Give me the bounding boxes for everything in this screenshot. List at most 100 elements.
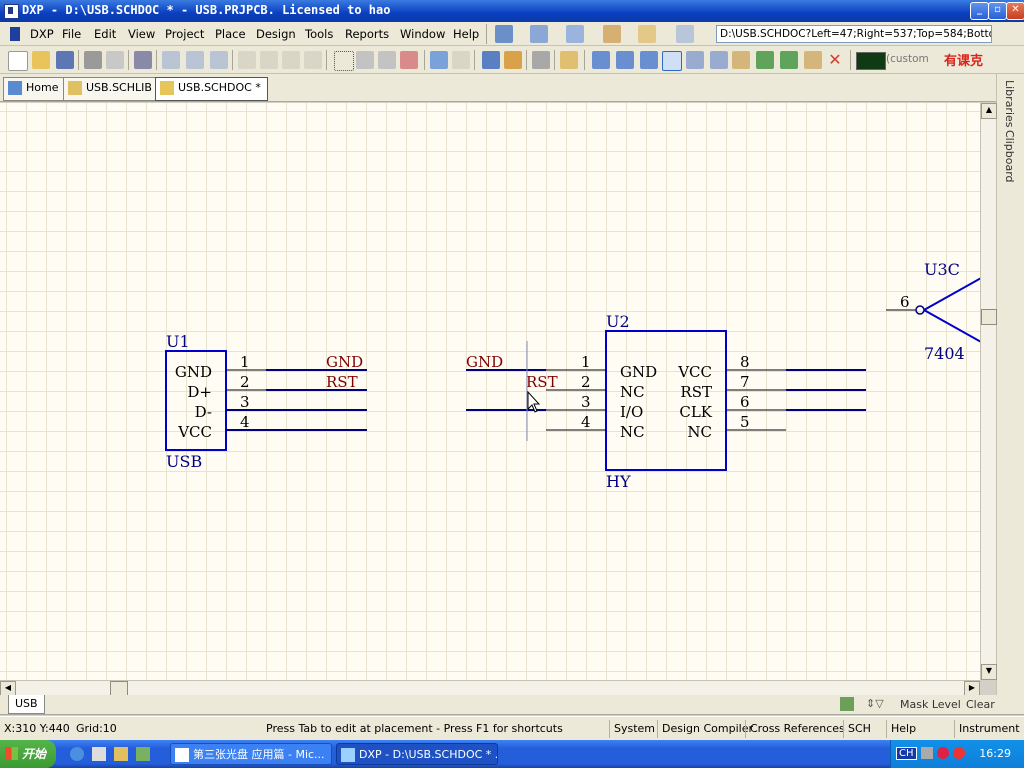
zoom-area-icon[interactable]	[186, 51, 204, 69]
print-preview-icon[interactable]	[106, 51, 124, 69]
clear-button[interactable]: Clear	[966, 698, 995, 711]
select-area-icon[interactable]	[334, 51, 354, 71]
new-icon[interactable]	[8, 51, 28, 71]
save-icon[interactable]	[56, 51, 74, 69]
menu-window[interactable]: Window	[400, 27, 446, 41]
cross-references-button[interactable]: Cross References	[745, 720, 849, 738]
menu-view[interactable]: View	[128, 27, 156, 41]
tab-home[interactable]: Home	[3, 77, 66, 101]
scroll-right-icon[interactable]: ▶	[964, 681, 980, 696]
menu-file[interactable]: File	[62, 27, 82, 41]
open-icon[interactable]	[32, 51, 50, 69]
net-label-gnd-2[interactable]: GND	[466, 353, 503, 371]
ime-indicator[interactable]: CH	[896, 747, 917, 760]
schematic-canvas[interactable]: U1 USB GND D+ D- VCC 1 2 3 4 GND RST U2 …	[0, 103, 980, 680]
place-port-icon[interactable]	[804, 51, 822, 69]
clipboard-panel-tab[interactable]: Clipboard	[1003, 130, 1016, 183]
grid-tool-icon[interactable]	[676, 25, 694, 43]
mask-filter-icon[interactable]	[840, 697, 854, 711]
tab-usb-schlib[interactable]: USB.SCHLIB	[63, 77, 159, 101]
document-path-box[interactable]: D:\USB.SCHDOC?Left=47;Right=537;Top=584;…	[716, 25, 992, 43]
instrument-racks-button[interactable]: Instrument Racks	[954, 720, 1024, 738]
zoom-fit-icon[interactable]	[162, 51, 180, 69]
menu-tools[interactable]: Tools	[305, 27, 334, 41]
place-bus-entry-icon[interactable]	[640, 51, 658, 69]
task-word-document[interactable]: 第三张光盘 应用篇 - Mic...	[170, 743, 332, 765]
place-part-icon[interactable]	[732, 51, 750, 69]
menu-edit[interactable]: Edit	[94, 27, 117, 41]
horizontal-scrollbar[interactable]: ◀ ▶	[0, 680, 980, 696]
scroll-down-icon[interactable]: ▼	[981, 664, 997, 680]
rubber-stamp-icon[interactable]	[304, 51, 322, 69]
u1-body[interactable]	[165, 350, 227, 451]
start-button[interactable]: 开始	[0, 740, 56, 768]
libraries-panel-tab[interactable]: Libraries	[1003, 80, 1016, 128]
close-button[interactable]: ✕	[1006, 2, 1024, 20]
move-icon[interactable]	[356, 51, 374, 69]
part-tool-icon[interactable]	[603, 25, 621, 43]
explorer-icon[interactable]	[92, 747, 106, 761]
task-dxp[interactable]: DXP - D:\USB.SCHDOC * ...	[336, 743, 498, 765]
sch-panel-button[interactable]: SCH	[843, 720, 875, 738]
place-bus-icon[interactable]	[616, 51, 634, 69]
cut-icon[interactable]	[238, 51, 256, 69]
deselect-icon[interactable]	[400, 51, 418, 69]
hierarchy-icon[interactable]	[482, 51, 500, 69]
tray-icon-1[interactable]	[921, 747, 933, 759]
minimize-button[interactable]: _	[970, 2, 989, 20]
dxp-app-icon[interactable]	[4, 4, 19, 19]
net-label-rst-2[interactable]: RST	[526, 373, 558, 391]
funnel-icon[interactable]: ⇕▽	[866, 697, 884, 710]
ie-icon[interactable]	[70, 747, 84, 761]
color-combo[interactable]: (custom	[886, 53, 929, 65]
color-swatch[interactable]	[856, 52, 886, 70]
vertical-scrollbar[interactable]: ▲ ▼	[980, 103, 997, 680]
media-icon[interactable]	[136, 747, 150, 761]
u2-body[interactable]	[605, 330, 727, 471]
scroll-left-icon[interactable]: ◀	[0, 681, 16, 696]
layers-icon[interactable]	[134, 51, 152, 69]
menu-dxp[interactable]: DXP	[30, 27, 54, 41]
horizontal-scroll-thumb[interactable]	[110, 681, 128, 696]
desktop-icon[interactable]	[114, 747, 128, 761]
menu-design[interactable]: Design	[256, 27, 296, 41]
u3-body[interactable]	[923, 273, 980, 347]
maximize-button[interactable]: ▫	[988, 2, 1007, 20]
tab-usb-schdoc[interactable]: USB.SCHDOC *	[155, 77, 268, 101]
zoom-selected-icon[interactable]	[210, 51, 228, 69]
menu-help[interactable]: Help	[453, 27, 480, 41]
browse-library-icon[interactable]	[532, 51, 550, 69]
system-panel-button[interactable]: System	[609, 720, 659, 738]
design-compiler-button[interactable]: Design Compiler	[657, 720, 757, 738]
help-advisor-icon[interactable]	[560, 51, 578, 69]
port-tool-icon[interactable]	[638, 25, 656, 43]
wire-tool-icon[interactable]	[495, 25, 513, 43]
help-panel-button[interactable]: Help	[886, 720, 920, 738]
copy-icon[interactable]	[260, 51, 278, 69]
print-icon[interactable]	[84, 51, 102, 69]
sheet-symbol-icon[interactable]	[756, 51, 774, 69]
paste-icon[interactable]	[282, 51, 300, 69]
net-label-rst[interactable]: RST	[326, 373, 358, 391]
menu-place[interactable]: Place	[215, 27, 246, 41]
select-cross-icon[interactable]	[378, 51, 396, 69]
power-port-icon[interactable]	[566, 25, 584, 43]
tray-icon-2[interactable]	[937, 747, 949, 759]
bus-tool-icon[interactable]	[530, 25, 548, 43]
scroll-up-icon[interactable]: ▲	[981, 103, 997, 119]
tray-icon-3[interactable]	[953, 747, 965, 759]
sheet-tab-usb[interactable]: USB	[8, 695, 45, 714]
mask-level-button[interactable]: Mask Level	[900, 698, 961, 711]
menu-project[interactable]: Project	[165, 27, 205, 41]
sheet-entry-icon[interactable]	[780, 51, 798, 69]
place-net-label-icon[interactable]	[662, 51, 682, 71]
place-wire-icon[interactable]	[592, 51, 610, 69]
no-erc-icon[interactable]: ✕	[828, 50, 842, 69]
vertical-scroll-thumb[interactable]	[981, 309, 997, 325]
net-label-gnd[interactable]: GND	[326, 353, 363, 371]
vcc-port-icon[interactable]	[710, 51, 728, 69]
cross-probe-icon[interactable]	[504, 51, 522, 69]
menu-reports[interactable]: Reports	[345, 27, 390, 41]
undo-icon[interactable]	[430, 51, 448, 69]
gnd-port-icon[interactable]	[686, 51, 704, 69]
